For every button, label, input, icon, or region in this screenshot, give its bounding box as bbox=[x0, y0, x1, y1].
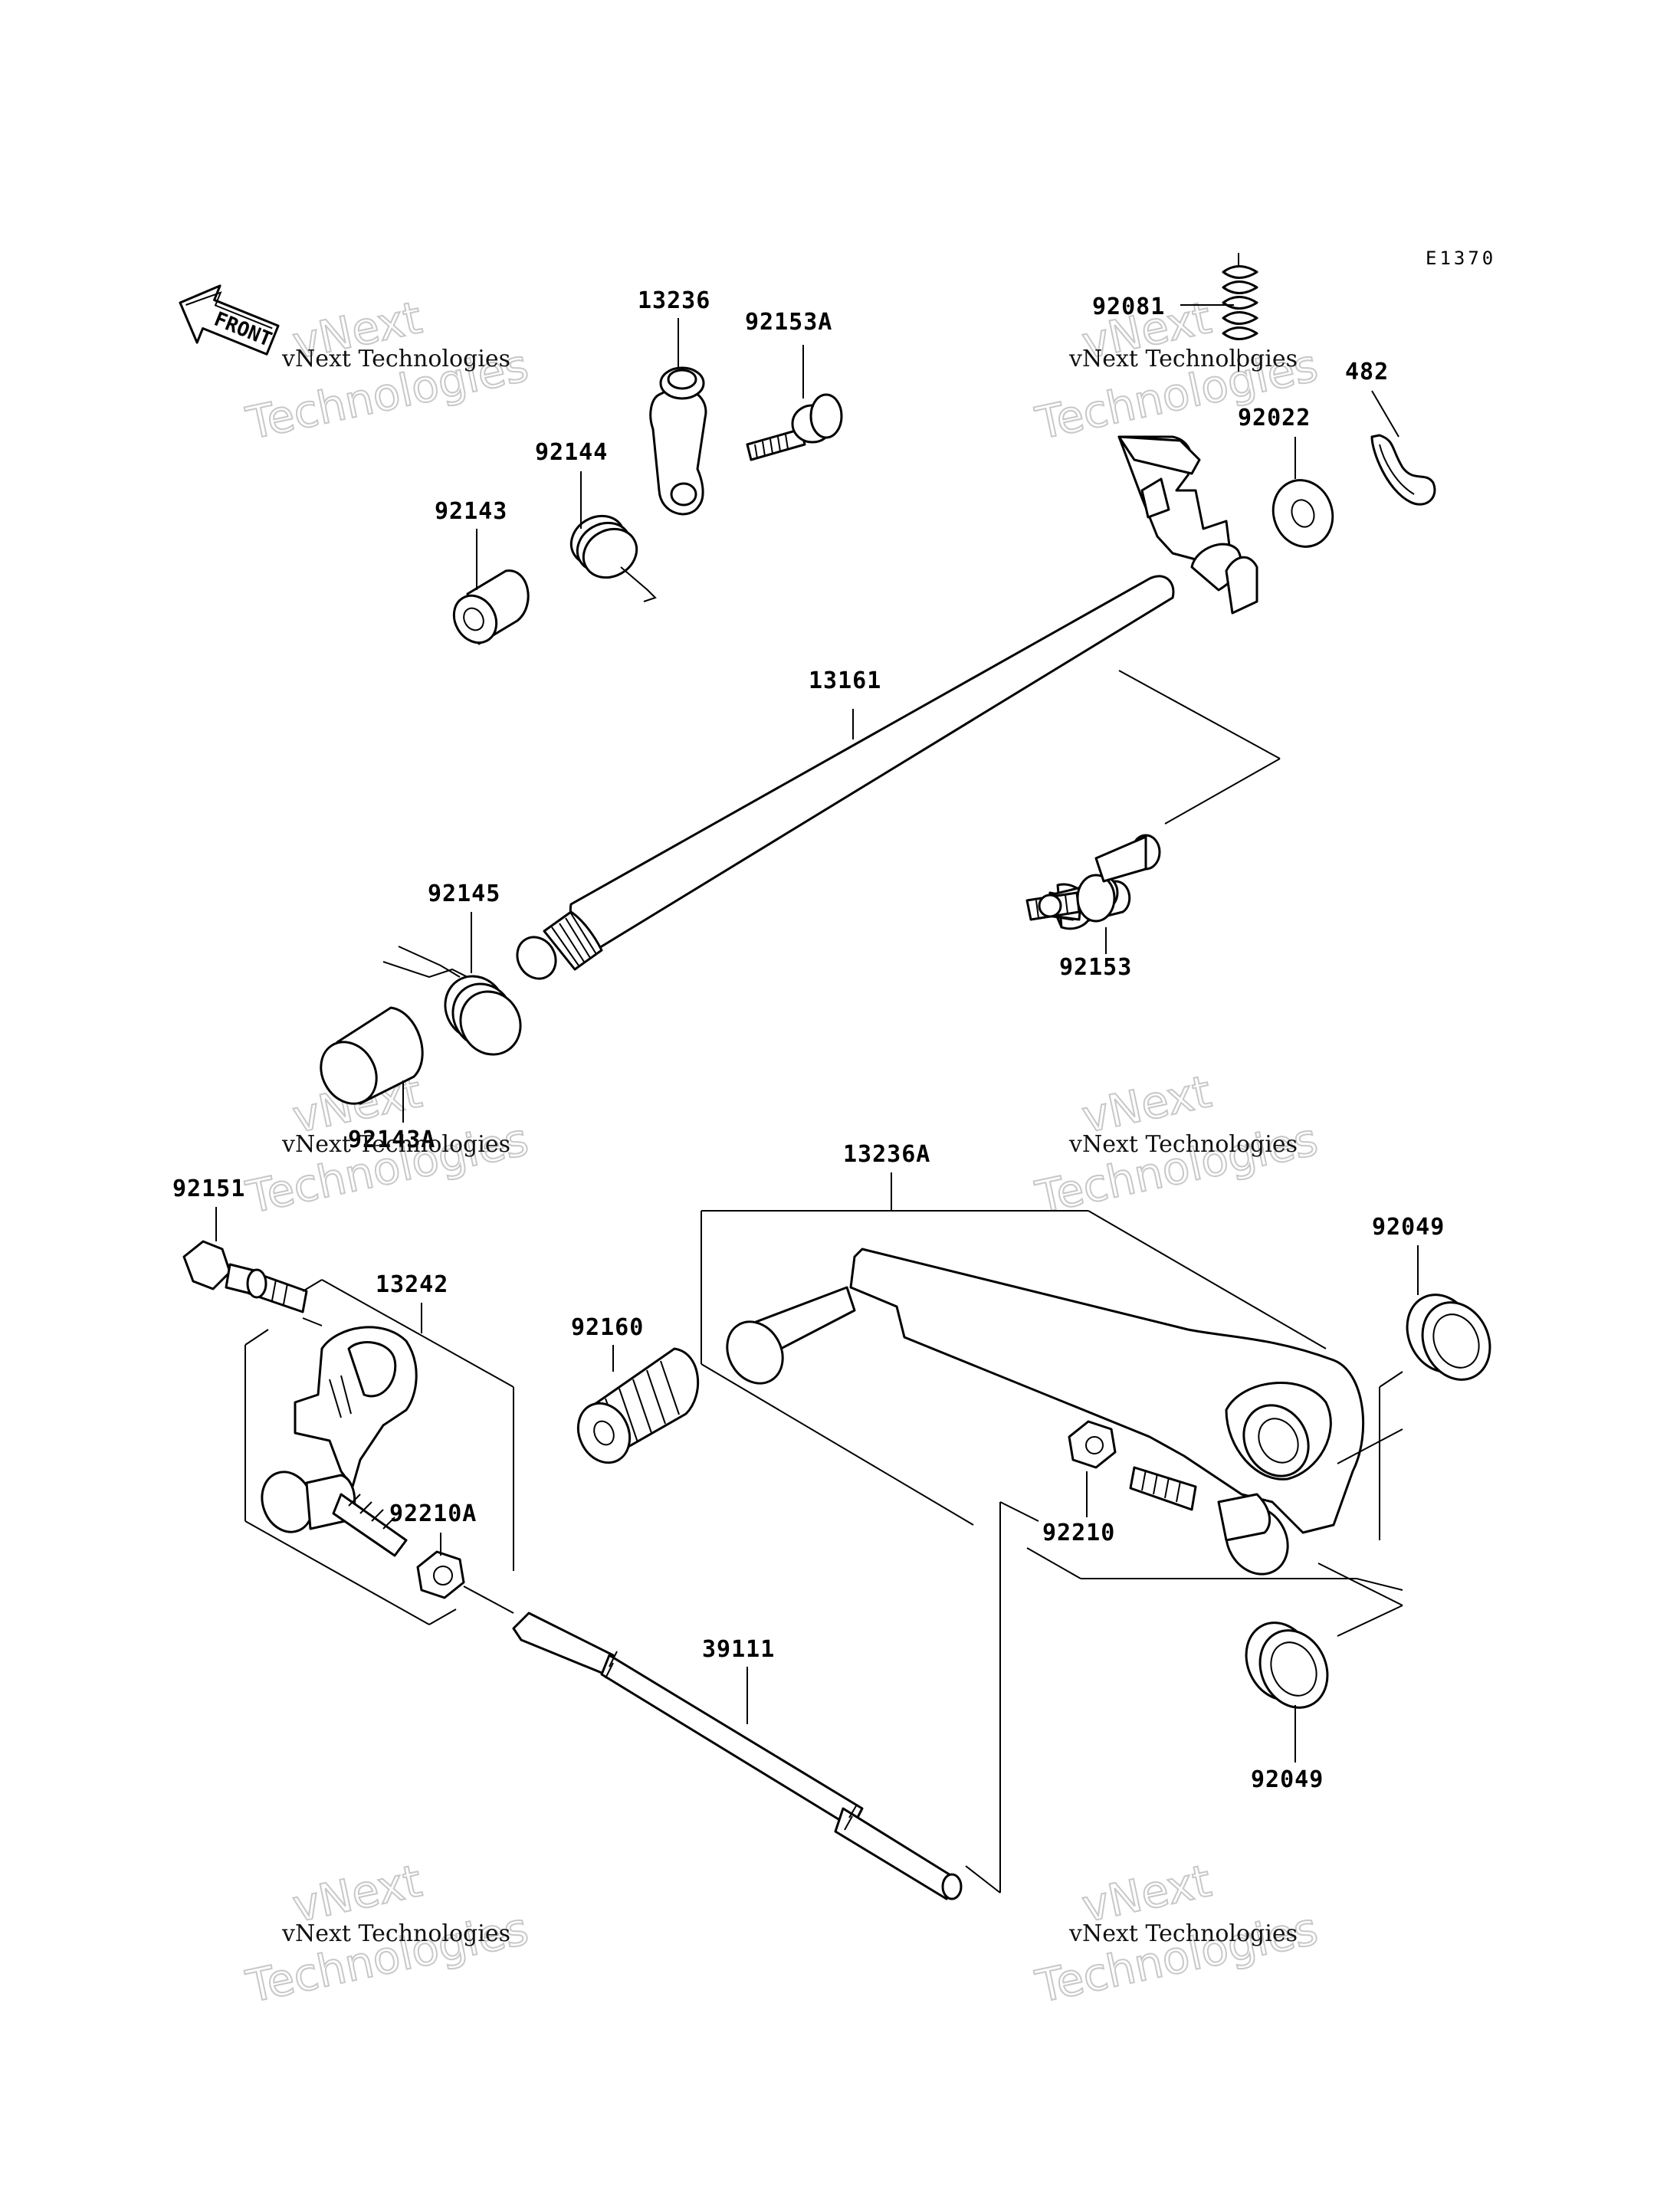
watermark-caption-mid-left: vNext Technologies bbox=[281, 1131, 510, 1158]
part-13161-shift-shaft bbox=[516, 435, 1258, 980]
part-92143-collar bbox=[452, 569, 530, 645]
part-labels: 13236 92153A 92081 482 92022 92144 92143… bbox=[172, 287, 1445, 1793]
label-92210: 92210 bbox=[1042, 1520, 1115, 1546]
part-92210A-nut bbox=[416, 1550, 465, 1599]
label-13236A: 13236A bbox=[843, 1141, 930, 1168]
label-92081: 92081 bbox=[1092, 293, 1165, 320]
label-92145: 92145 bbox=[428, 880, 500, 907]
label-482: 482 bbox=[1345, 359, 1389, 385]
part-39111-tie-rod bbox=[512, 1612, 963, 1900]
part-13236-shift-lever-plate bbox=[649, 366, 707, 516]
part-92081-spring bbox=[1222, 253, 1258, 372]
leader-lines bbox=[215, 304, 1419, 1894]
watermark-caption-top-left: vNext Technologies bbox=[281, 346, 510, 372]
part-92143A-collar bbox=[320, 1006, 424, 1105]
label-39111: 39111 bbox=[702, 1636, 775, 1663]
label-92143: 92143 bbox=[435, 498, 507, 525]
part-13242-shift-arm bbox=[261, 1326, 418, 1557]
part-92049-oil-seal-upper bbox=[1406, 1294, 1491, 1381]
label-92144: 92144 bbox=[535, 439, 608, 466]
label-13236: 13236 bbox=[638, 287, 710, 314]
part-92160-pedal-rubber bbox=[576, 1347, 700, 1464]
label-92049-lower: 92049 bbox=[1251, 1766, 1324, 1793]
label-92210A: 92210A bbox=[389, 1500, 477, 1527]
label-92151: 92151 bbox=[172, 1176, 245, 1202]
label-92153A: 92153A bbox=[745, 309, 832, 336]
part-13236A-shift-pedal bbox=[726, 1248, 1365, 1576]
part-92153-stud-bolt bbox=[1025, 834, 1161, 930]
part-92151-bolt bbox=[182, 1240, 308, 1313]
part-92153A-bolt bbox=[746, 393, 843, 461]
part-92145-spring bbox=[382, 946, 522, 1056]
label-92153: 92153 bbox=[1059, 954, 1132, 981]
watermark-caption-bottom-right: vNext Technologies bbox=[1068, 1920, 1298, 1947]
label-13242: 13242 bbox=[376, 1271, 448, 1298]
svg-text:Technologies: Technologies bbox=[1031, 1903, 1322, 2013]
part-92144-spring bbox=[569, 514, 657, 602]
label-13161: 13161 bbox=[809, 667, 881, 694]
part-482-circlip bbox=[1370, 434, 1436, 506]
diagram-code: E1370 bbox=[1426, 248, 1496, 269]
part-92022-washer bbox=[1271, 479, 1334, 548]
part-92049-oil-seal-lower bbox=[1245, 1622, 1329, 1709]
front-arrow-icon: FRONT bbox=[179, 284, 280, 356]
part-92210-nut bbox=[1068, 1420, 1117, 1469]
label-92022: 92022 bbox=[1238, 405, 1311, 431]
label-92160: 92160 bbox=[571, 1314, 644, 1341]
label-92049-upper: 92049 bbox=[1372, 1214, 1445, 1241]
watermark-caption-top-right: vNext Technologies bbox=[1068, 346, 1298, 372]
svg-text:Technologies: Technologies bbox=[1031, 1113, 1322, 1224]
svg-text:Technologies: Technologies bbox=[241, 1903, 533, 2013]
watermark-caption-bottom-left: vNext Technologies bbox=[281, 1920, 510, 1947]
label-92143A: 92143A bbox=[348, 1126, 435, 1153]
watermark-caption-mid-right: vNext Technologies bbox=[1068, 1131, 1298, 1158]
